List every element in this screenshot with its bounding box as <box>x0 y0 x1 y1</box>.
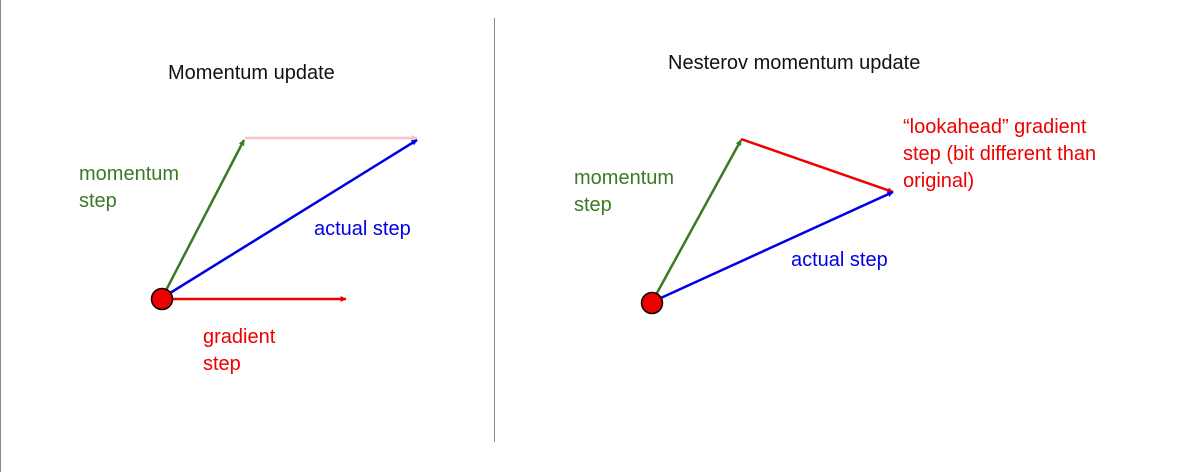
right-momentum-label-line-1: momentum <box>574 167 675 189</box>
left-momentum-step-label: momentum step <box>79 161 179 215</box>
right-momentum-label-line-2: step <box>574 194 612 216</box>
left-gradient-label-line-2: step <box>203 353 241 375</box>
left-momentum-label-line-2: step <box>79 190 117 212</box>
momentum-update-title: Momentum update <box>168 62 335 84</box>
right-lookahead-label-line-1: “lookahead” gradient <box>903 116 1087 138</box>
left-gradient-step-label: gradient step <box>203 324 275 378</box>
nesterov-update-title: Nesterov momentum update <box>668 52 921 74</box>
right-lookahead-gradient-arrow <box>740 137 894 194</box>
left-actual-step-arrow <box>161 138 418 300</box>
right-actual-step-label: actual step <box>791 247 888 274</box>
left-momentum-label-line-1: momentum <box>79 163 180 185</box>
right-actual-step-arrow <box>651 190 894 304</box>
left-start-point <box>150 287 174 311</box>
right-momentum-step-label: momentum step <box>574 165 674 219</box>
right-lookahead-label-line-2: step (bit different than <box>903 143 1097 165</box>
right-lookahead-label-line-3: original) <box>903 170 975 192</box>
right-momentum-arrow <box>650 139 743 303</box>
left-gradient-label-line-1: gradient <box>203 326 276 348</box>
right-lookahead-gradient-label: “lookahead” gradient step (bit different… <box>903 114 1096 195</box>
right-actual-label-text: actual step <box>791 249 888 271</box>
left-actual-step-label: actual step <box>314 216 411 243</box>
right-start-point <box>640 291 664 315</box>
panel-divider <box>494 18 495 442</box>
left-momentum-arrow <box>160 139 246 299</box>
frame-left-border <box>0 0 1 472</box>
left-actual-label-text: actual step <box>314 218 411 240</box>
